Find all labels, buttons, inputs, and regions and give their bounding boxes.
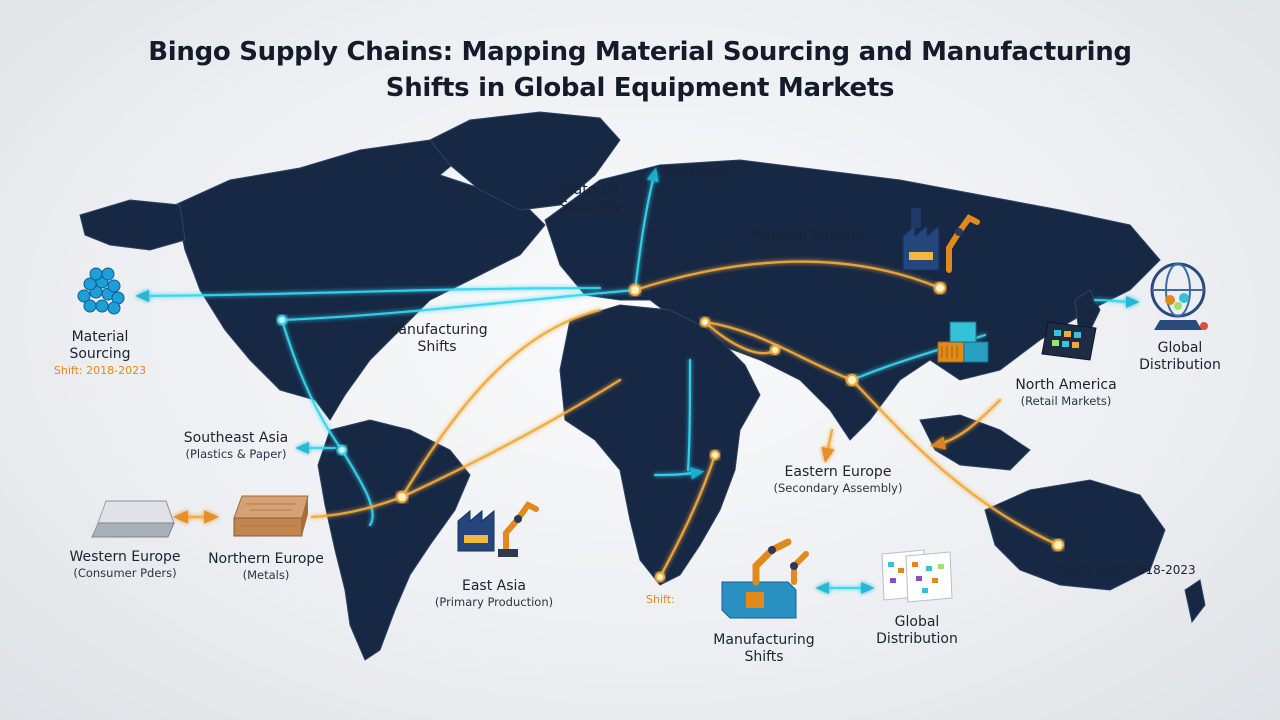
node-middle-east: [700, 317, 710, 327]
shipping-containers-icon: [937, 321, 989, 363]
node-north-america: [277, 315, 287, 325]
bingo-cards-icon: [881, 549, 953, 603]
metal-ingot-icon: [91, 500, 175, 538]
label-western-europe-text: Western Europe: [69, 549, 181, 565]
label-western-europe-sub: (Consumer Pders): [73, 566, 177, 580]
label-eastern-europe-sub: (Secondary Assembly): [773, 481, 903, 495]
label-shift-africa: Shift:: [646, 591, 696, 608]
label-northern-europe-sub: (Metals): [242, 568, 290, 582]
label-southeast-asia: Southeast Asia (Plastics & Paper): [176, 430, 296, 462]
route-orange-me-in: [703, 320, 854, 382]
factory-robot-icon: [457, 501, 539, 557]
route-cyan-africa: [653, 467, 705, 480]
route-cyan-eu-north: [633, 167, 659, 292]
route-orange-sa-eu: [400, 308, 602, 499]
africa-landmass: [559, 304, 761, 586]
label-material-surcing-text: Material Surcing: [750, 228, 864, 244]
japan-landmass: [1074, 289, 1101, 336]
label-material-sourcing-left-line2: Sourcing: [69, 346, 131, 362]
node-arabia: [770, 345, 780, 355]
page-title: Bingo Supply Chains: Mapping Material So…: [0, 34, 1280, 106]
label-manufacturing-shifts-bottom-line1: Manufacturing: [713, 632, 815, 648]
node-east-africa: [710, 450, 720, 460]
bingo-cage-icon: [1150, 262, 1208, 330]
label-eastern-europe: Eastern Europe (Secondary Assembly): [758, 464, 918, 496]
route-cyan-sa-south: [340, 448, 374, 527]
bingo-tablet-icon: [1041, 321, 1097, 361]
label-manufacturing-shifts-mid-line2: Shifts: [417, 339, 457, 355]
manufacturing-robot-icon: [721, 538, 809, 619]
label-east-asia-text: East Asia: [462, 578, 526, 594]
route-cyan-na-sa: [280, 318, 344, 452]
route-orange-africa: [658, 453, 717, 579]
factory-robot-icon-top: [902, 208, 980, 273]
route-orange-sea: [930, 398, 1002, 450]
label-shift-right-text: Shift: Shift: 2018-2023: [1060, 563, 1196, 577]
node-south-america: [396, 491, 408, 503]
label-global-distribution-right-line1: Global: [1157, 340, 1203, 356]
label-north-america-text: North America: [1015, 377, 1117, 393]
route-cyan-eu-left: [135, 286, 602, 303]
label-western-europe: Western Europe (Consumer Pders): [60, 549, 190, 581]
route-cyan-eu-na: [280, 288, 637, 322]
node-india: [846, 374, 858, 386]
title-line-2: Shifts in Global Equipment Markets: [385, 73, 895, 103]
label-shift-right: Shift: Shift: 2018-2023: [1060, 562, 1200, 579]
label-north-america-sub: (Retail Markets): [1020, 394, 1112, 408]
label-northern-europe-text: Northern Europe: [208, 551, 324, 567]
node-europe: [629, 284, 641, 296]
label-north-america: North America (Retail Markets): [1004, 377, 1128, 409]
route-orange-me-arc: [703, 320, 777, 355]
label-global-distribution-bottom-line1: Global: [894, 614, 940, 630]
route-orange-eu-asia: [633, 260, 942, 292]
title-line-1: Bingo Supply Chains: Mapping Material So…: [148, 37, 1132, 67]
label-material-sourcing-left: Material Sourcing Shift: 2018-2023: [44, 329, 156, 378]
route-orange-india-south: [821, 428, 835, 463]
label-manufacturing-shifts-bottom-line2: Shifts: [744, 649, 784, 665]
label-global-distribution-bottom-line2: Distribution: [876, 631, 958, 647]
south-america-landmass: [317, 419, 471, 661]
label-east-asia: East Asia (Primary Production): [424, 578, 564, 610]
plastic-pellets-icon: [77, 267, 125, 315]
node-east-asia: [934, 282, 946, 294]
label-material-sourcing-top-line1: Material: [561, 182, 619, 198]
route-orange-in-au: [850, 378, 1060, 547]
route-orange-ne-sa: [310, 495, 404, 519]
label-manufacturing-shifts-mid-line1: Manufacturing: [386, 322, 488, 338]
label-southeast-asia-sub: (Plastics & Paper): [185, 447, 287, 461]
label-global-distribution-right: Global Distribution: [1130, 340, 1230, 374]
label-material-sourcing-left-line1: Material: [71, 329, 129, 345]
new-zealand-landmass: [1184, 579, 1206, 624]
label-material-sourcing-top: Material Sourcing: [540, 182, 640, 216]
label-manufacturing-shifts-mid: Manufacturing Shifts: [378, 322, 496, 356]
node-australia: [1052, 539, 1064, 551]
label-material-surcing: Material Surcing: [742, 228, 872, 245]
wood-plank-icon: [233, 495, 309, 537]
label-material-sourcing-top-line2: Sourcing: [559, 199, 621, 215]
label-metslopca-text: Metslopca: [664, 165, 731, 180]
greenland-landmass: [429, 111, 621, 211]
route-cyan-red-sea: [686, 358, 692, 472]
route-cyan-asia-right: [1093, 295, 1140, 309]
label-shift-left: Shift: 2018-2023: [53, 364, 147, 377]
alaska-landmass: [79, 199, 186, 251]
label-manufacturing-shifts-bottom: Manufacturing Shifts: [704, 632, 824, 666]
southeast-asia-islands: [919, 414, 1031, 471]
label-east-asia-sub: (Primary Production): [434, 595, 554, 609]
node-caribbean: [337, 445, 347, 455]
label-northern-europe: Northern Europe (Metals): [200, 551, 332, 583]
route-orange-sa-bottom: [400, 378, 622, 499]
node-south-africa: [655, 572, 665, 582]
australia-landmass: [984, 479, 1166, 591]
label-metslopca: Metslopca: [664, 164, 744, 181]
label-global-distribution-right-line2: Distribution: [1139, 357, 1221, 373]
label-global-distribution-bottom: Global Distribution: [862, 614, 972, 648]
label-shift-africa-text: Shift:: [646, 593, 675, 606]
label-eastern-europe-text: Eastern Europe: [784, 464, 892, 480]
label-southeast-asia-text: Southeast Asia: [183, 430, 289, 446]
